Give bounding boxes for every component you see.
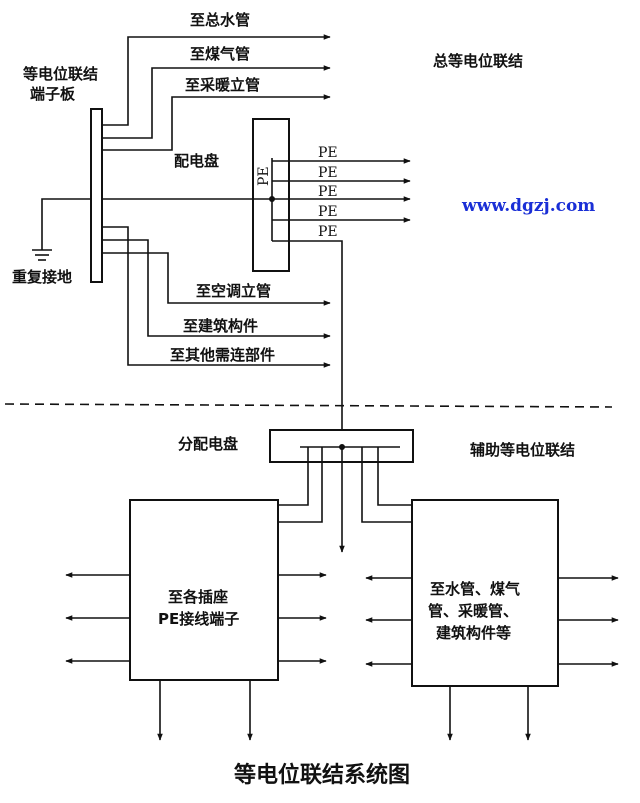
aux-bonding-box: [411, 499, 559, 687]
tap-left-2: [278, 447, 323, 523]
tap-right-1: [361, 447, 412, 523]
pe-feeder-line: [272, 240, 343, 447]
to-other-line: [102, 226, 331, 368]
to-other-label: 至其他需连部件: [170, 346, 275, 364]
terminal-board-label-1: 等电位联结: [23, 65, 98, 83]
distribution-panel-label: 配电盘: [174, 152, 219, 170]
socket-box-label-2: PE接线端子: [158, 610, 239, 628]
to-building-line: [102, 239, 331, 339]
pe-label-1: PE: [318, 145, 338, 161]
to-heating-label: 至采暖立管: [185, 76, 260, 94]
main-bonding-title: 总等电位联结: [433, 52, 523, 70]
ground-lead-line: [41, 198, 91, 250]
panel-pe-label: PE: [256, 166, 272, 186]
to-gas-line: [102, 65, 331, 139]
watermark-url: www.dgzj.com: [461, 196, 595, 216]
aux-box-label-3: 建筑构件等: [436, 624, 511, 642]
aux-box-label-1: 至水管、煤气: [430, 580, 520, 598]
aux-bonding-title: 辅助等电位联结: [470, 441, 575, 459]
to-main-water-line: [102, 34, 331, 126]
pe-label-3: PE: [318, 184, 338, 200]
pe-label-4: PE: [318, 204, 338, 220]
to-heating-line: [102, 94, 331, 151]
tap-left-1: [278, 447, 309, 506]
terminal-board-bar: [90, 108, 103, 283]
socket-terminal-box: [129, 499, 279, 681]
to-gas-label: 至煤气管: [190, 45, 250, 63]
section-divider: [4, 403, 613, 408]
terminal-board-label-2: 端子板: [30, 85, 76, 103]
to-ac-label: 至空调立管: [196, 282, 271, 300]
pe-label-2: PE: [318, 165, 338, 181]
repeat-ground-label: 重复接地: [12, 268, 72, 286]
to-main-water-label: 至总水管: [190, 11, 250, 29]
distribution-panel-box: [252, 118, 290, 272]
tap-right-2: [377, 447, 412, 506]
to-building-label: 至建筑构件: [183, 317, 258, 335]
aux-box-label-2: 管、采暖管、: [428, 602, 518, 620]
diagram-caption: 等电位联结系统图: [234, 762, 410, 788]
pe-label-5: PE: [318, 224, 338, 240]
sub-panel-label: 分配电盘: [178, 435, 238, 453]
to-ac-line: [102, 252, 331, 306]
socket-box-label-1: 至各插座: [168, 588, 228, 606]
